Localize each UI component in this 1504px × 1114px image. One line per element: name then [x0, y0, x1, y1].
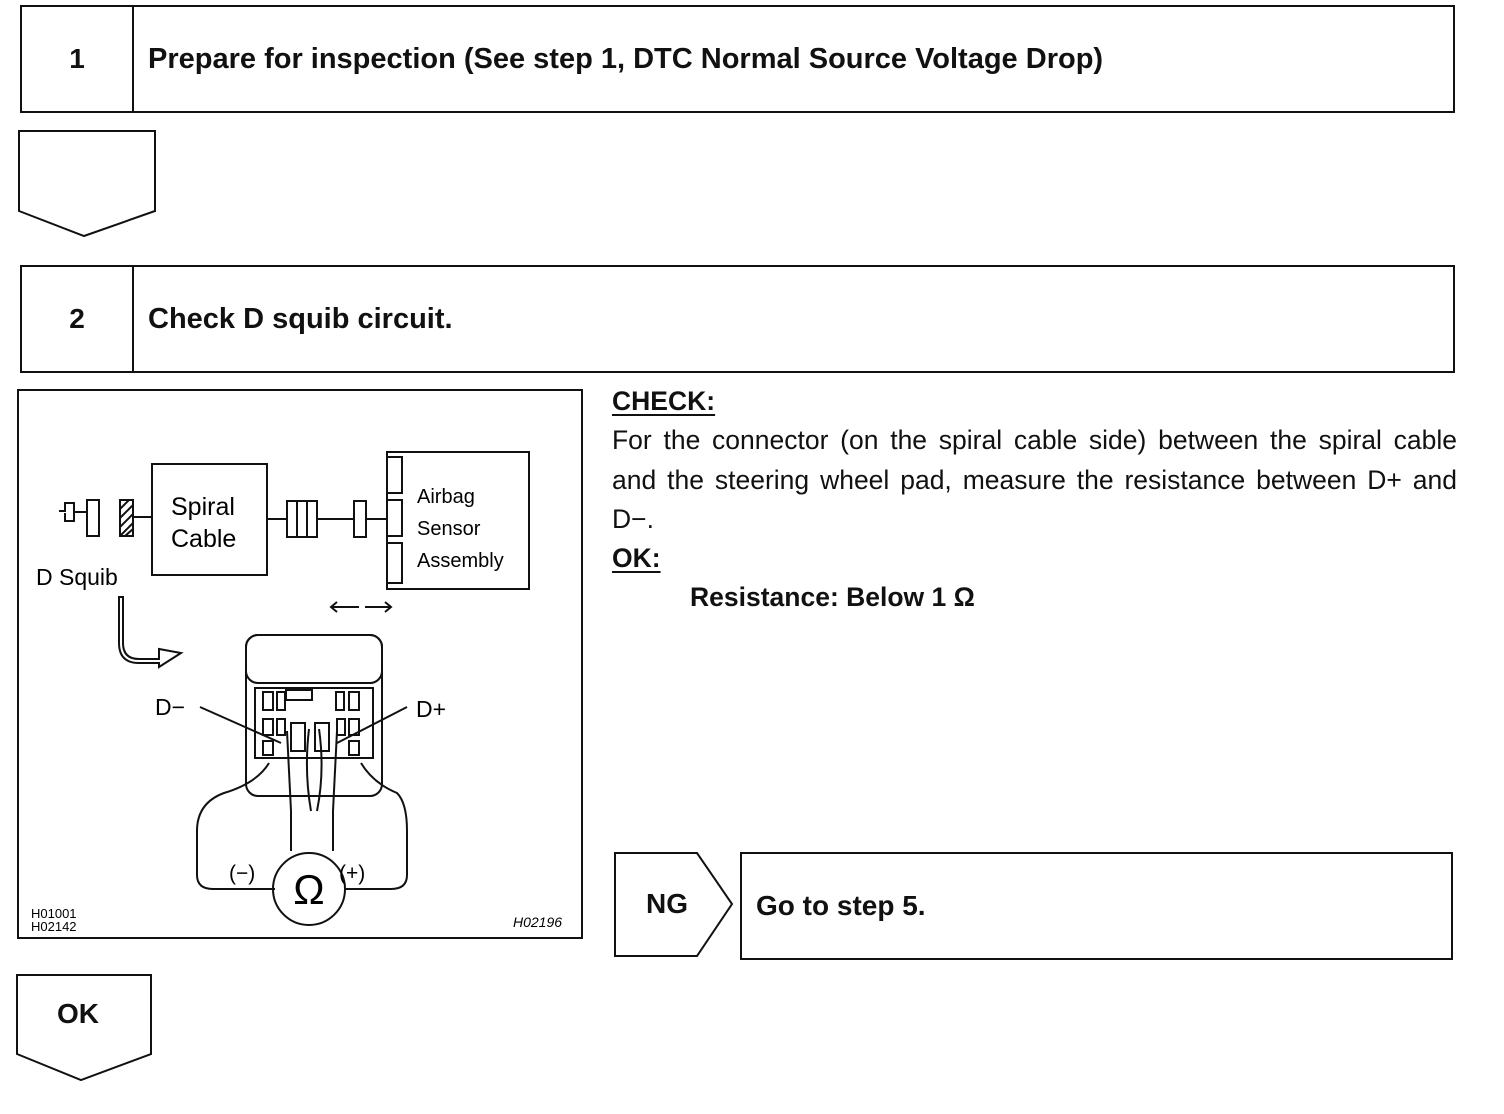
figure-code-2: H02142	[31, 919, 77, 934]
circuit-diagram: Spiral Cable Airbag Sensor Assembly D Sq…	[31, 451, 562, 934]
ng-result-text: Go to step 5.	[756, 890, 926, 921]
step-1-number: 1	[22, 7, 134, 111]
figure-code-1: H01001	[31, 906, 77, 921]
airbag-label-1: Airbag	[417, 486, 475, 508]
spiral-cable-label-2: Cable	[171, 525, 236, 553]
check-section: CHECK: For the connector (on the spiral …	[612, 382, 1457, 618]
ok-arrow-shape	[16, 974, 152, 1082]
d-plus-label: D+	[416, 696, 446, 722]
airbag-label-2: Sensor	[417, 518, 481, 540]
ok-label: OK	[57, 998, 99, 1029]
ng-result-box: Go to step 5.	[740, 852, 1453, 960]
ng-label: NG	[646, 888, 688, 919]
down-arrow-shape	[18, 130, 156, 238]
check-heading: CHECK:	[612, 386, 716, 416]
figure-code-3: H02196	[513, 914, 562, 930]
spiral-cable-label-1: Spiral	[171, 493, 235, 521]
d-squib-label: D Squib	[36, 564, 118, 590]
airbag-label-3: Assembly	[417, 550, 504, 572]
step-2-title: Check D squib circuit.	[148, 302, 453, 335]
meter-minus-label: (−)	[229, 862, 255, 885]
meter-plus-label: (+)	[339, 862, 365, 885]
step-1-title: Prepare for inspection (See step 1, DTC …	[148, 42, 1104, 75]
d-minus-label: D−	[155, 694, 185, 720]
ng-arrow-shape	[614, 852, 734, 957]
ohm-icon: Ω	[293, 866, 324, 913]
check-body: For the connector (on the spiral cable s…	[612, 425, 1457, 534]
step-1-box: 1 Prepare for inspection (See step 1, DT…	[20, 5, 1455, 113]
step-2-number: 2	[22, 267, 134, 371]
circuit-diagram-figure: Spiral Cable Airbag Sensor Assembly D Sq…	[17, 389, 583, 939]
ok-criteria: Resistance: Below 1 Ω	[690, 582, 975, 613]
step-2-box: 2 Check D squib circuit.	[20, 265, 1455, 373]
ok-heading: OK:	[612, 543, 661, 574]
